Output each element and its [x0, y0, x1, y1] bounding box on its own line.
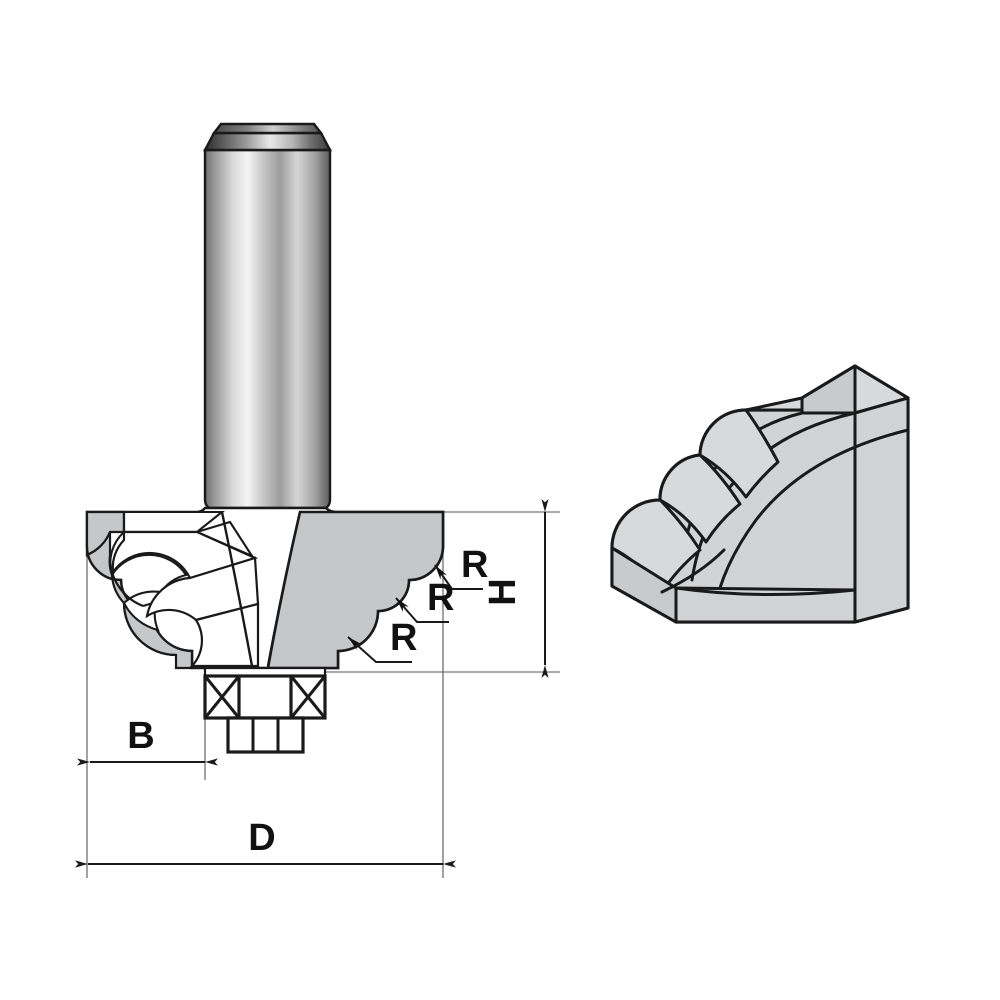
molding-profile-isometric — [610, 364, 910, 624]
tool-shank — [203, 122, 332, 510]
left-step-three — [189, 602, 260, 668]
profile-bead-crest-middle — [658, 453, 742, 544]
radius-leader-bottom — [347, 636, 412, 663]
radius-callout-top: R — [434, 544, 488, 590]
radius-label-top: R — [461, 544, 488, 586]
screw-head — [226, 716, 305, 754]
bead-width-label: B — [127, 715, 154, 757]
left-step-one — [111, 530, 259, 580]
radius-label-bottom: R — [390, 617, 417, 659]
shank-end-face — [211, 122, 324, 135]
diameter-label: D — [248, 817, 275, 859]
carbide-edge-right — [266, 510, 445, 670]
bearing-ball-symbols — [203, 675, 327, 719]
radius-leader-middle — [395, 597, 449, 623]
profile-end-face — [853, 396, 910, 624]
radius-callout-middle: R — [395, 577, 454, 623]
bearing-screw — [226, 716, 305, 754]
dimension-height: H — [482, 499, 549, 678]
radius-label-middle: R — [427, 577, 454, 619]
guide-bearing — [203, 674, 327, 720]
bearing-outer-race — [203, 674, 327, 720]
left-step-two — [145, 556, 260, 622]
profile-bead-crest-upper — [698, 408, 780, 499]
shank-cylinder — [203, 148, 332, 510]
height-label: H — [482, 578, 524, 605]
radius-leader-top — [434, 564, 483, 590]
radius-callout-bottom: R — [347, 617, 417, 663]
dimension-diameter: D — [75, 817, 456, 868]
profile-base-grooves — [660, 548, 857, 597]
dimension-bead-width: B — [77, 715, 218, 766]
shank-chamfer — [203, 131, 332, 152]
radius-callouts: R R R — [347, 544, 488, 663]
cutter-body — [85, 506, 445, 678]
left-bead-steps — [111, 530, 260, 668]
profile-base-front-band — [674, 586, 857, 624]
